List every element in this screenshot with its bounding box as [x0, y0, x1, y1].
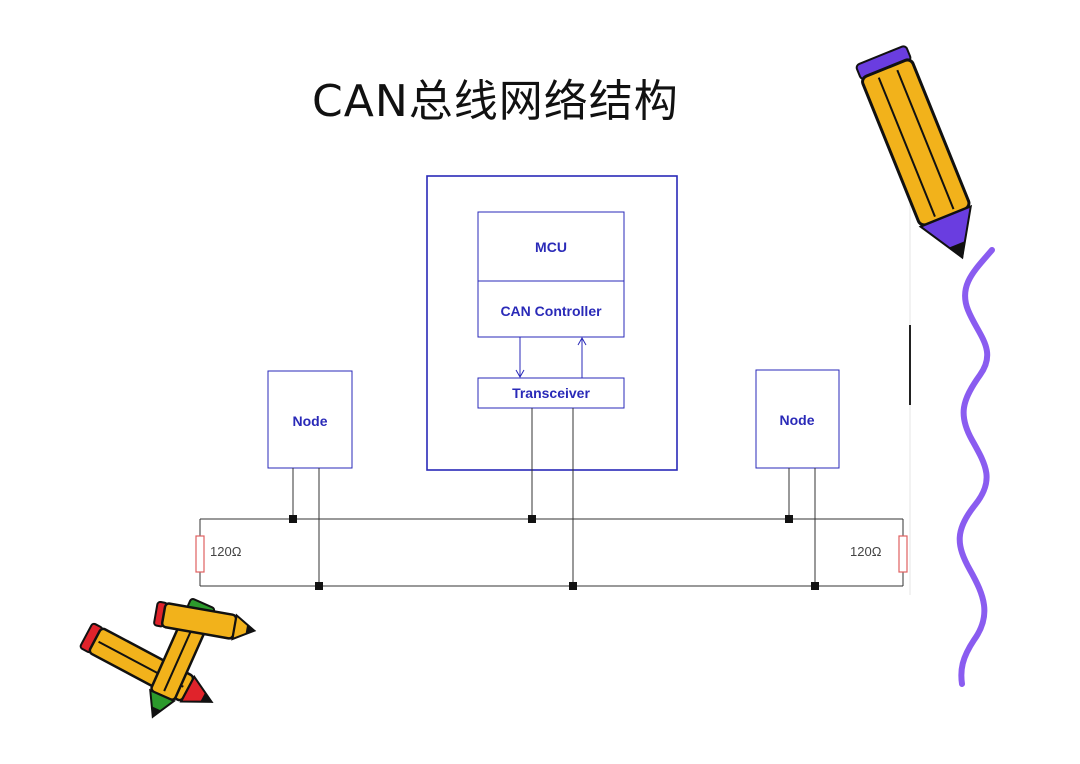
junction-dot — [315, 582, 323, 590]
mcu-label: MCU — [535, 239, 567, 255]
slide-title: CAN总线网络结构 — [312, 76, 679, 127]
junction-dot — [569, 582, 577, 590]
transceiver-box — [477, 377, 625, 409]
can-bus — [199, 518, 904, 587]
can-controller-label: CAN Controller — [500, 303, 602, 319]
right-resistor — [898, 535, 908, 573]
junction-dot — [785, 515, 793, 523]
can-controller-box — [477, 280, 625, 338]
wavy-line-decoration — [956, 247, 995, 687]
transceiver-label: Transceiver — [512, 385, 590, 401]
left-resistor-label: 120Ω — [210, 544, 242, 559]
right-node-label: Node — [780, 412, 815, 428]
tx-arrow-head — [515, 369, 525, 379]
junction-dot — [811, 582, 819, 590]
pencil-top-right-icon — [855, 45, 973, 260]
right-resistor-label: 120Ω — [850, 544, 882, 559]
junction-dot — [289, 515, 297, 523]
pencil-bottom-left-yellow-icon — [153, 600, 257, 641]
left-node-label: Node — [293, 413, 328, 429]
junction-dot — [528, 515, 536, 523]
rx-arrow-head — [577, 336, 587, 346]
left-resistor — [195, 535, 205, 573]
left-node-box — [267, 370, 353, 469]
right-node-box — [755, 369, 840, 469]
